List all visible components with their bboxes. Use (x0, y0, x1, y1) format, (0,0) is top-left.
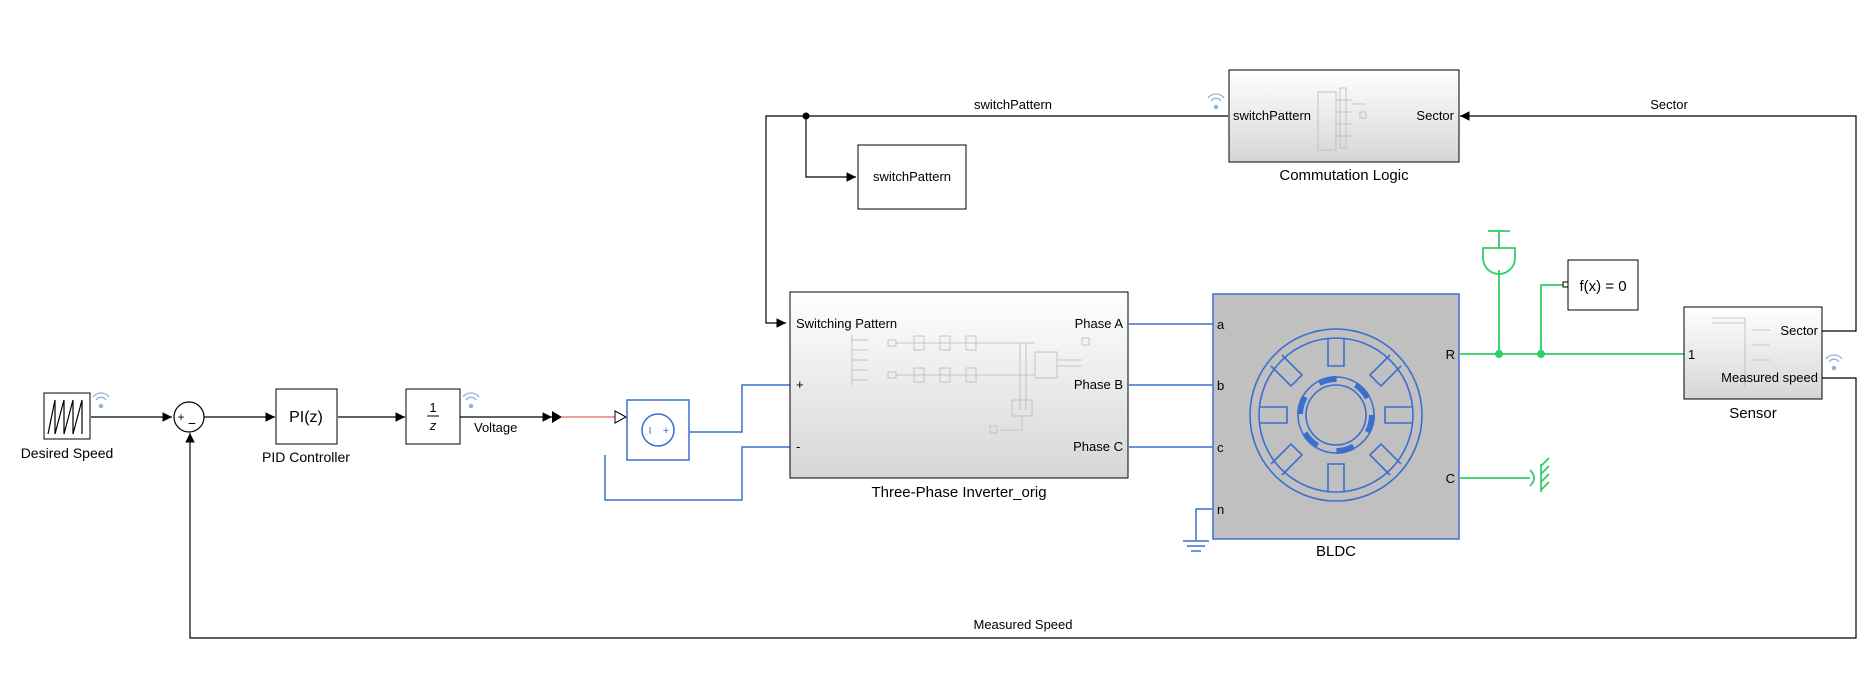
delay-numerator: 1 (429, 400, 436, 415)
wire-ground[interactable] (1195, 508, 1213, 540)
bldc-port-b: b (1217, 378, 1224, 393)
bldc-port-a: a (1217, 317, 1225, 332)
inverter-phase-c-port: Phase C (1073, 439, 1123, 454)
pid-block-text: PI(z) (289, 409, 323, 426)
wire-to-goto[interactable] (805, 116, 856, 182)
mechanical-reference-icon[interactable] (1529, 457, 1550, 492)
voltage-signal-label: Voltage (474, 420, 517, 435)
sum-plus: + (177, 410, 184, 424)
inverter-label: Three-Phase Inverter_orig (871, 484, 1046, 501)
electrical-ground-icon[interactable] (1183, 540, 1209, 552)
inverter-internals-icon (851, 335, 1090, 434)
wire-solver[interactable] (1540, 284, 1565, 354)
electrical-wires (604, 323, 1213, 540)
unit-delay-block[interactable]: 1 z (405, 388, 461, 445)
inverter-switching-port: Switching Pattern (796, 316, 897, 331)
solver-configuration-block[interactable]: f(x) = 0 (1562, 259, 1639, 311)
switchpattern-signal-label: switchPattern (974, 97, 1052, 112)
converter-output-arrow (614, 410, 628, 424)
desired-speed-label: Desired Speed (21, 445, 114, 461)
commutation-out-port: Sector (1416, 108, 1454, 123)
commutation-in-port: switchPattern (1233, 108, 1311, 123)
goto-tag-text: switchPattern (873, 169, 951, 184)
inverter-plus-port: + (796, 377, 804, 392)
bldc-port-c-mech: C (1446, 471, 1455, 486)
wire-measured-speed[interactable] (185, 377, 1857, 639)
commutation-logic-block[interactable]: switchPattern Sector Commutation Logic (1228, 69, 1460, 184)
solver-text: f(x) = 0 (1579, 278, 1626, 295)
commutation-logic-label: Commutation Logic (1279, 167, 1409, 184)
three-phase-inverter-block[interactable]: Switching Pattern + - Phase A Phase B Ph… (789, 291, 1129, 501)
controlled-voltage-source-icon[interactable]: I + (626, 399, 690, 461)
inverter-phase-b-port: Phase B (1074, 377, 1123, 392)
sensor-block[interactable]: 1 Sector Measured speed Sensor (1683, 306, 1823, 422)
wire-switchpattern[interactable] (765, 115, 1228, 328)
pid-controller-block[interactable]: PI(z) PID Controller (262, 388, 350, 465)
wire-dc-plus[interactable] (690, 384, 790, 433)
sensor-speed-port: Measured speed (1721, 370, 1818, 385)
measured-speed-signal-label: Measured Speed (973, 617, 1072, 632)
sensor-label: Sensor (1729, 405, 1777, 422)
svg-text:+: + (663, 425, 669, 437)
desired-speed-block[interactable]: Desired Speed (21, 392, 114, 461)
sensor-sector-port: Sector (1780, 323, 1818, 338)
sum-block[interactable]: + − (173, 401, 205, 433)
bldc-port-n: n (1217, 502, 1224, 517)
inverter-minus-port: - (796, 439, 800, 454)
inverter-phase-a-port: Phase A (1075, 316, 1124, 331)
wire-dc-minus[interactable] (604, 446, 790, 501)
bldc-port-r: R (1446, 347, 1455, 362)
signal-logging-icon (92, 93, 1843, 409)
converter-arrow-head (552, 411, 562, 423)
bldc-label: BLDC (1316, 543, 1356, 560)
signal-wires (91, 111, 1857, 639)
sum-minus: − (188, 415, 196, 431)
inertia-icon[interactable] (1482, 230, 1516, 275)
bldc-motor-block[interactable]: a b c n R C BLDC (1212, 293, 1460, 560)
mechanical-wires (1460, 270, 1684, 479)
switchpattern-goto-block[interactable]: switchPattern (857, 144, 967, 210)
pid-controller-label: PID Controller (262, 449, 350, 465)
bldc-motor-icon (1249, 328, 1423, 502)
bldc-port-c: c (1217, 440, 1224, 455)
svg-text:I: I (649, 426, 652, 437)
delay-denominator: z (429, 418, 437, 433)
wire-sector[interactable] (1460, 111, 1857, 332)
sensor-in-port: 1 (1688, 347, 1695, 362)
sector-signal-label: Sector (1650, 97, 1688, 112)
